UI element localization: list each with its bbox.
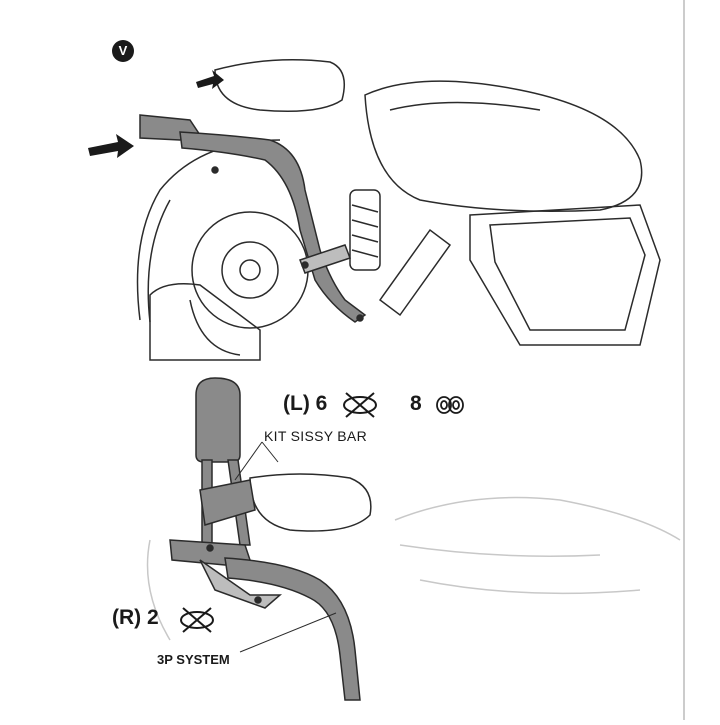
bracket-arm-bottom (224, 557, 361, 701)
bracket-strut (299, 244, 351, 274)
right-side-count: 2 (147, 606, 159, 629)
left-side-count: 6 (315, 392, 328, 415)
tire-edge (189, 299, 241, 356)
bracket-arm (179, 131, 367, 323)
shock-absorber (349, 189, 381, 271)
brake-disc (191, 211, 309, 329)
washer-count: 8 (410, 392, 422, 415)
seat-stitch (389, 101, 541, 111)
right-side-callout: (R) 2 (112, 606, 159, 630)
passenger-pad (214, 59, 345, 112)
seat-cushion (364, 80, 643, 212)
step-marker: V (112, 40, 134, 62)
sissy-bar (195, 377, 256, 546)
bolt-head (206, 544, 214, 552)
exhaust-silencer (149, 283, 261, 361)
top-bracket (139, 114, 367, 323)
bracket-strut-bottom (199, 559, 283, 609)
top-motorcycle-view (136, 59, 661, 361)
bolt-head (356, 314, 364, 322)
side-panel (469, 204, 661, 346)
side-faint (419, 579, 641, 595)
left-side-label: (L) (283, 392, 310, 415)
push-arrow-icon (88, 134, 134, 158)
passenger-pad-bottom (249, 473, 372, 532)
bolt-head (211, 166, 219, 174)
3p-system-label: 3P SYSTEM (157, 652, 230, 667)
3p-leader-line (239, 612, 337, 653)
right-side-label: (R) (112, 606, 142, 629)
shock-spring (351, 204, 379, 258)
crossed-screw-icon (180, 607, 214, 633)
sissy-bar-plate (199, 479, 256, 526)
crossed-screw-icon (343, 392, 377, 418)
seat-outline-faint (394, 496, 681, 541)
left-side-callout: (L) 6 (283, 392, 327, 416)
bottom-motorcycle-view (146, 496, 681, 641)
fender-faint (146, 539, 171, 641)
push-arrow-icon (196, 70, 224, 89)
seat-lower-faint (399, 544, 601, 557)
3p-system-bracket (169, 539, 361, 701)
kit-leader-line (261, 441, 279, 463)
kit-sissy-bar-label: KIT SISSY BAR (264, 428, 367, 444)
kit-leader-line (234, 441, 263, 481)
rear-fender-inner (147, 199, 171, 323)
backrest-pad (195, 377, 241, 463)
bolt-head (254, 596, 262, 604)
washer-pair-icon (436, 396, 464, 414)
rear-brace (378, 228, 452, 317)
wheel-axle (239, 259, 261, 281)
bolt-head (301, 261, 309, 269)
side-panel-inner (489, 217, 646, 331)
wheel-hub (221, 241, 279, 299)
